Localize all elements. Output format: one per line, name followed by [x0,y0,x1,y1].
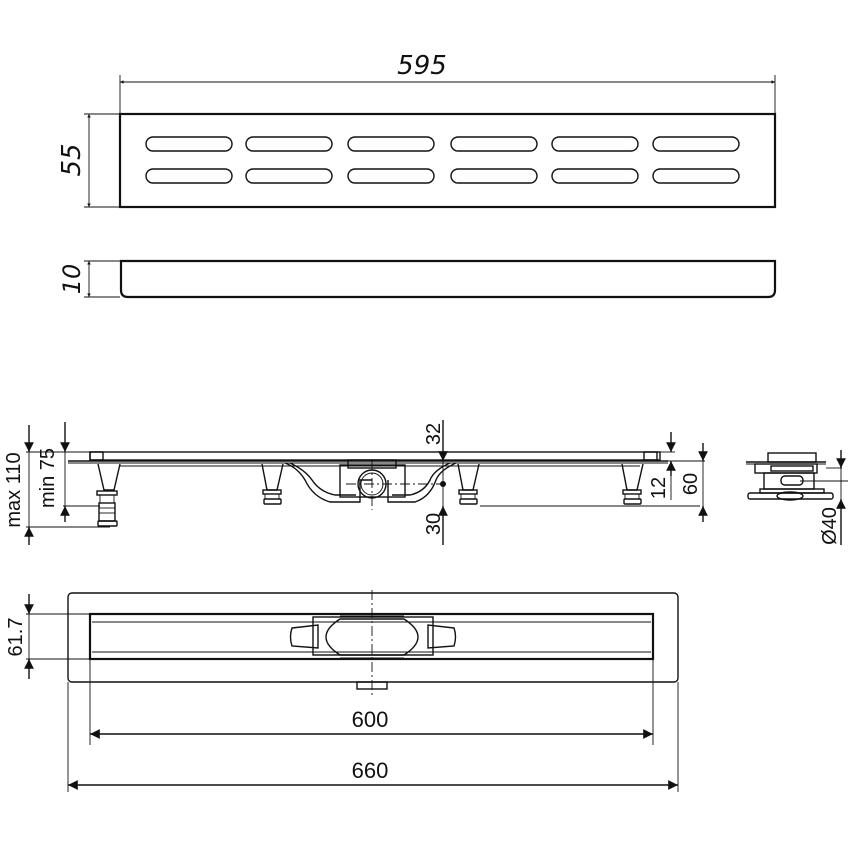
channel-width-label: 61.7 [5,618,27,657]
grate-plate [118,112,777,209]
leveling-foot [457,463,480,505]
leveling-foot [261,463,284,505]
grate-height-label: 55 [57,143,87,176]
inner-length-label: 600 [352,707,389,732]
leveling-foot [96,463,121,527]
channel-side-view: max 110 min 75 [3,420,708,545]
grate-top-view: 595 55 [57,51,777,209]
top-offset-label: 32 [423,423,445,445]
outer-length-label: 660 [352,758,389,783]
channel-end-view: Ø40 [746,450,848,545]
outlet-diameter-label: Ø40 [819,507,841,545]
max-height-label: max 110 [3,452,25,527]
total-height-label: 60 [680,473,702,495]
siphon-body [284,459,457,510]
grate-profile [119,259,777,299]
grate-slots [145,136,740,184]
min-height-label: min 75 [37,448,59,508]
leveling-foot [621,463,644,505]
grate-thickness-label: 10 [58,264,86,295]
grate-side-view: 10 [58,259,777,299]
frame-height-label: 12 [648,477,670,499]
grate-width-label: 595 [397,51,447,81]
channel-plan-view: 61.7 600 660 [5,590,679,792]
outlet-center-label: 30 [423,513,445,535]
